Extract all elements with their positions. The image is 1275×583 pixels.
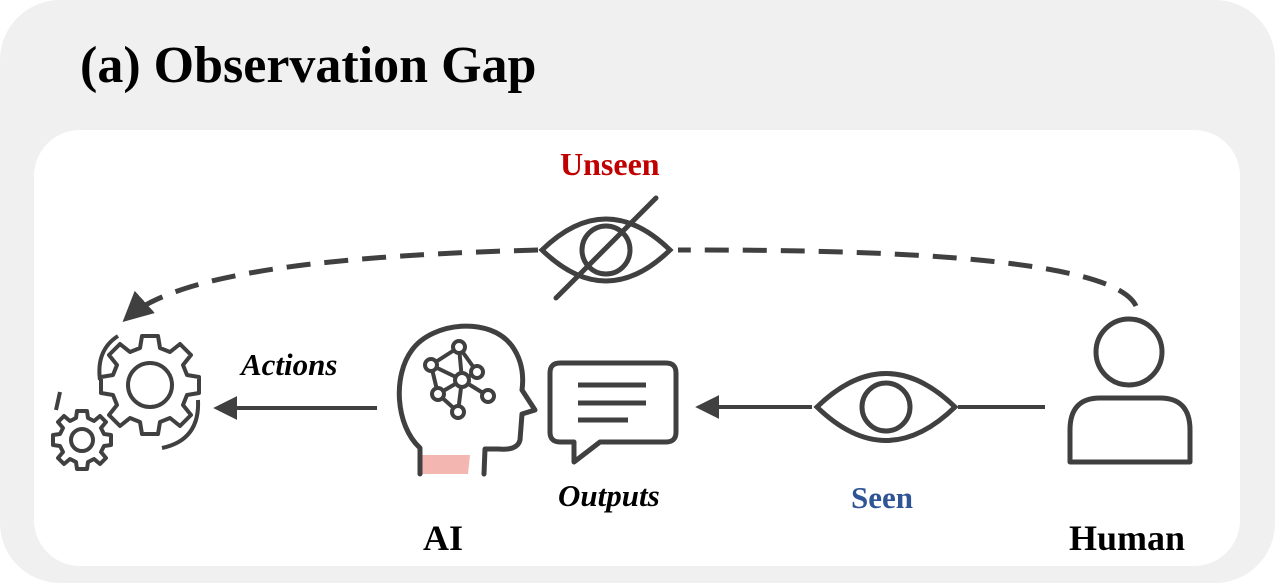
ai-head-icon [396,323,538,477]
unseen-label: Unseen [560,146,660,182]
human-label: Human [1069,518,1186,558]
unseen-dashed-arrow-left [122,247,539,323]
seen-label: Seen [851,480,913,515]
panel-title: (a) Observation Gap [80,37,537,94]
ai-label: AI [423,518,464,558]
outputs-label: Outputs [558,478,660,513]
actions-label: Actions [241,347,338,382]
person-icon [1067,316,1193,465]
chat-bubble-icon [547,360,679,465]
head-neck [418,455,470,474]
gears-icon [51,334,201,471]
diagram-area [34,130,1240,566]
eye-slash-icon [538,195,674,301]
unseen-dashed-arrow [677,247,1139,308]
eye-icon [813,371,959,443]
